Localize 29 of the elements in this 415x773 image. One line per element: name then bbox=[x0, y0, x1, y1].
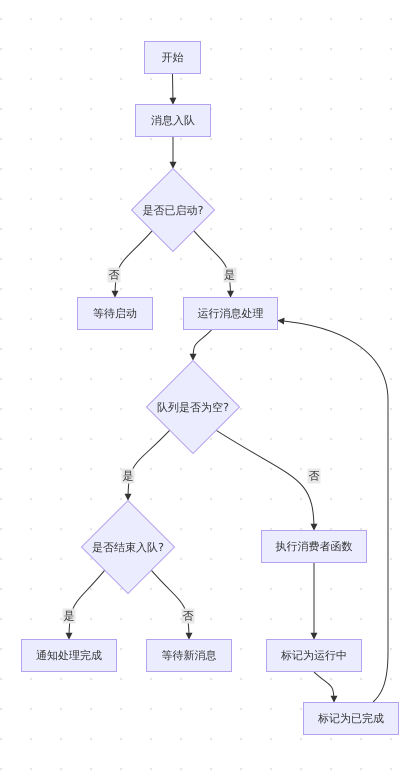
decision-diamond: 是否结束入队? bbox=[81, 500, 175, 594]
edge-label: 是 bbox=[62, 608, 76, 624]
edge-label: 否 bbox=[182, 608, 194, 624]
arrow bbox=[112, 230, 152, 298]
process-box: 等待启动 bbox=[77, 297, 153, 330]
edge-label: 否 bbox=[108, 268, 120, 282]
process-box: 消息入队 bbox=[135, 104, 211, 137]
arrow bbox=[66, 570, 105, 640]
arrow bbox=[314, 672, 338, 703]
arrow bbox=[190, 330, 212, 361]
arrow bbox=[310, 562, 318, 640]
process-box: 执行消费者函数 bbox=[261, 530, 367, 563]
process-box: 等待新消息 bbox=[146, 639, 232, 672]
arrow bbox=[277, 318, 388, 702]
arrow bbox=[124, 430, 170, 501]
decision-diamond: 是否已启动? bbox=[131, 168, 215, 252]
process-box: 标记为运行中 bbox=[266, 639, 362, 672]
arrow bbox=[151, 570, 192, 640]
edge-label: 是 bbox=[122, 468, 134, 484]
arrow bbox=[170, 136, 176, 169]
process-box: 运行消息处理 bbox=[183, 297, 278, 330]
edge-label: 否 bbox=[308, 468, 320, 484]
process-box: 通知处理完成 bbox=[21, 639, 117, 672]
arrow bbox=[169, 74, 176, 105]
process-box: 标记为已完成 bbox=[303, 702, 399, 735]
arrow bbox=[216, 430, 318, 531]
process-box: 开始 bbox=[144, 41, 201, 74]
edge-label: 是 bbox=[223, 268, 236, 282]
decision-diamond: 队列是否为空? bbox=[146, 360, 240, 454]
